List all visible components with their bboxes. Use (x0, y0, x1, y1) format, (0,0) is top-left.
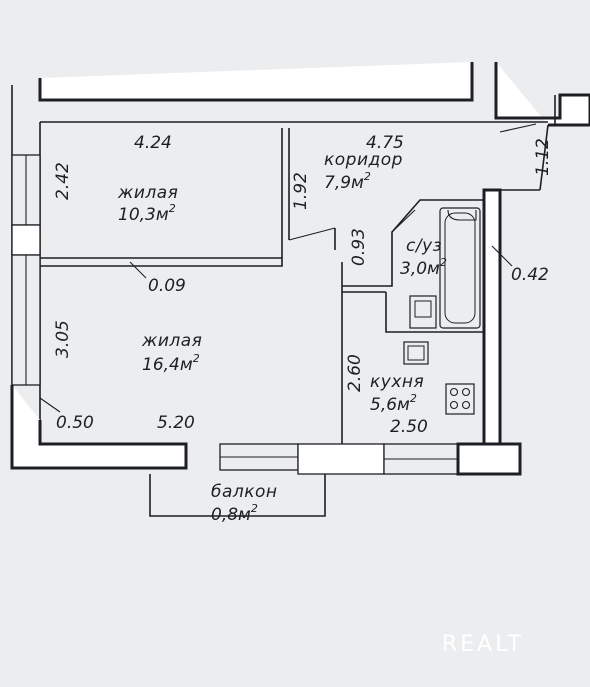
top-wall (38, 62, 474, 102)
toilet-bowl (414, 300, 432, 318)
room-living2-name: жилая (141, 331, 202, 351)
pier-bottom (297, 443, 385, 475)
pier-left (11, 224, 41, 256)
watermark: REALT (442, 632, 524, 657)
dim-bath-wall: 0.93 (349, 228, 369, 266)
dim-kitchen-depth: 2.60 (345, 354, 365, 392)
right-wall (482, 188, 502, 446)
dim-corridor-depth: 1.92 (291, 172, 311, 210)
walls (10, 62, 590, 517)
bottom-left-wall (10, 385, 188, 470)
leader-entry (499, 123, 537, 133)
dim-partition: 0.09 (148, 276, 186, 296)
bathtub-inner (444, 212, 476, 324)
entry-wall (548, 95, 556, 126)
room-bathroom-area: 3,0м2 (400, 256, 447, 279)
bath-sink (447, 209, 477, 221)
leader-0-42 (491, 245, 513, 267)
dim-corner: 0.50 (56, 413, 94, 433)
room-labels: жилая 10,3м2 жилая 16,4м2 коридор 7,9м2 … (117, 150, 447, 525)
balcony (149, 474, 326, 517)
burner-3 (449, 400, 459, 410)
stove (445, 383, 475, 415)
bathroom-door (391, 209, 416, 233)
dim-bath-offset: 0.42 (511, 265, 549, 285)
room-bathroom-name: с/уз (406, 236, 442, 256)
bathtub (439, 207, 481, 329)
kitchen-sink (403, 341, 429, 365)
room-living2-area: 16,4м2 (142, 352, 200, 375)
burner-2 (461, 387, 471, 397)
dim-kitchen-width: 2.50 (390, 417, 428, 437)
top-right-wall (494, 62, 590, 127)
dim-entry-offset: 1.12 (533, 138, 553, 176)
leader-0-50 (39, 397, 61, 413)
leader-0-09 (129, 261, 147, 279)
room-kitchen-area: 5,6м2 (370, 392, 417, 415)
room-living1-area: 10,3м2 (118, 202, 176, 225)
kitchen-sink-bowl (407, 345, 425, 361)
dimension-labels: 4.24 4.75 2.42 1.92 1.12 0.09 0.93 0.42 … (53, 133, 553, 437)
door-swing-corridor (288, 227, 336, 241)
bottom-right-wall (456, 442, 522, 476)
bathroom-wall-lower (342, 291, 484, 333)
room-living1-name: жилая (117, 183, 178, 203)
burner-1 (449, 387, 459, 397)
dim-living1-depth: 2.42 (53, 162, 73, 200)
partition-living (40, 257, 283, 267)
burner-4 (461, 400, 471, 410)
watermark-text: REALT (442, 632, 524, 657)
dim-corridor-width: 4.75 (366, 133, 404, 153)
dim-living2-width: 5.20 (157, 413, 195, 433)
dim-living1-width: 4.24 (134, 133, 172, 153)
dim-living2-depth: 3.05 (53, 320, 73, 358)
partition-corridor (281, 128, 290, 258)
room-kitchen-name: кухня (370, 372, 424, 392)
room-corridor-name: коридор (324, 150, 403, 170)
room-balcony-name: балкон (211, 482, 278, 502)
room-balcony-area: 0,8м2 (211, 502, 258, 525)
toilet (409, 295, 437, 329)
entry-door-side (539, 124, 549, 191)
room-corridor-area: 7,9м2 (324, 170, 371, 193)
